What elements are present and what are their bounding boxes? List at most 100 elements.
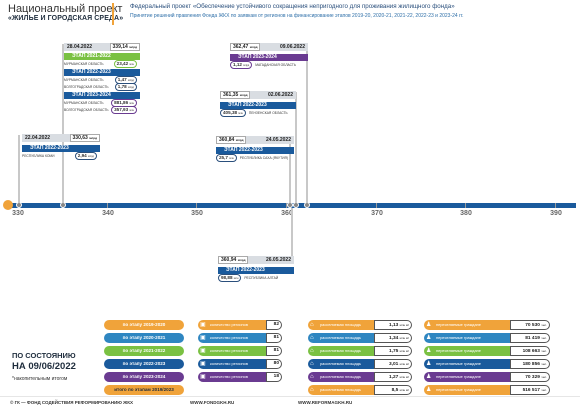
- people-label: ♟переселяемые граждане: [424, 333, 510, 343]
- region-name: ПЕНЗЕНСКАЯ ОБЛАСТЬ: [248, 110, 288, 115]
- people-value: 81 419 чел.: [510, 333, 550, 343]
- event-stem: [295, 92, 297, 203]
- tick-label-370: 370: [371, 210, 383, 217]
- regions-count-value: 18: [266, 372, 282, 382]
- people-value-number: 180 856: [522, 362, 540, 367]
- stage-2022-2023: ЭТАП 2022-2023: [220, 102, 296, 109]
- event-date: 02.06.2022: [250, 91, 296, 99]
- region-row: МУРМАНСКАЯ ОБЛАСТЬ 1,47 млрд: [64, 75, 140, 84]
- regions-count-value: 82: [266, 320, 282, 330]
- stage-2022-2023: ЭТАП 2022-2023: [216, 147, 294, 154]
- regions-count-label-text: количество регионов: [210, 374, 248, 379]
- event-stem: [306, 44, 308, 203]
- people-label-text: переселяемые граждане: [436, 322, 481, 327]
- event-date: 09.06.2022: [260, 43, 308, 51]
- map-icon: ▣: [200, 374, 206, 380]
- area-label-text: расселяемая площадь: [320, 322, 362, 327]
- event-stem: [18, 135, 20, 203]
- region-row: МУРМАНСКАЯ ОБЛАСТЬ 881,86 млн: [64, 98, 140, 107]
- region-row: ВОЛГОГРАДСКАЯ ОБЛАСТЬ 1,78 млрд: [64, 82, 140, 91]
- map-icon: ▣: [200, 361, 206, 367]
- region-value-number: 98,88: [221, 274, 233, 280]
- house-icon: ⌂: [310, 374, 314, 380]
- status-label: ПО СОСТОЯНИЮ: [12, 351, 76, 360]
- area-label: ⌂ расселяемая площадь: [308, 333, 374, 343]
- tick-label-340: 340: [102, 210, 114, 217]
- stage-2022-2023: ЭТАП 2022-2023: [22, 145, 100, 152]
- area-label: ⌂ расселяемая площадь: [308, 359, 374, 369]
- area-label: ⌂расселяемая площадь: [308, 385, 374, 395]
- map-icon: ▣: [200, 322, 206, 328]
- area-value-number: 1,75: [388, 349, 399, 354]
- event-card-28-04: 28.04.2022 339,14 млрд ЭТАП 2021-2022 МУ…: [64, 43, 140, 114]
- area-value: 1,75 млн м²: [374, 346, 412, 356]
- header-divider: [112, 3, 114, 25]
- footer-link-reformagkh[interactable]: WWW.REFORMAGKH.RU: [298, 400, 353, 405]
- event-total-unit: млрд: [237, 258, 246, 262]
- area-value-unit: млн м²: [399, 375, 409, 379]
- region-value-number: 1,78: [117, 83, 127, 89]
- timeline-start-marker: [3, 200, 13, 210]
- event-date-bar: 28.04.2022 339,14 млрд: [64, 43, 140, 51]
- region-name: РЕСПУБЛИКА САХА (ЯКУТИЯ): [239, 155, 288, 160]
- region-value: 23,42 млн: [113, 59, 137, 68]
- region-value: 25,7 млн: [216, 153, 237, 162]
- stage-2021-2022: ЭТАП 2021-2022: [64, 53, 140, 60]
- region-name: МУРМАНСКАЯ ОБЛАСТЬ: [64, 61, 104, 66]
- footer-link-fondgkh[interactable]: WWW.FONDGKH.RU: [190, 400, 235, 405]
- people-value-unit: чел.: [541, 349, 547, 353]
- region-row: РЕСПУБЛИКА КОМИ 2,94 млрд: [22, 151, 100, 160]
- area-value: 8,5 млн м²: [374, 385, 412, 395]
- tick-mark: [286, 203, 287, 208]
- people-label: ♟переселяемые граждане: [424, 346, 510, 356]
- footer-copyright: © ГК — ФОНД СОДЕЙСТВИЯ РЕФОРМИРОВАНИЮ ЖК…: [10, 400, 133, 405]
- event-total: 360,84 млрд: [216, 136, 247, 144]
- tick-mark: [555, 203, 556, 208]
- event-date-bar: 362,47 млрд 09.06.2022: [230, 43, 308, 51]
- regions-count-label: ▣количество регионов: [198, 333, 266, 343]
- house-icon: ⌂: [310, 361, 314, 367]
- people-icon: ♟: [426, 348, 432, 354]
- regions-count-value: 81: [266, 346, 282, 356]
- people-value: 70 530 чел.: [510, 320, 550, 330]
- area-value: 1,13 млн м²: [374, 320, 412, 330]
- area-row: ⌂расселяемая площадь 1,34 млн м²: [308, 333, 412, 343]
- region-value-unit: млрд: [88, 154, 94, 158]
- event-card-02-06: 361,35 млрд 02.06.2022 ЭТАП 2022-2023 40…: [220, 91, 296, 117]
- event-total-value: 360,84: [219, 137, 235, 143]
- event-card-26-05: 360,94 млрд 26.05.2022 ЭТАП 2022-2023 98…: [218, 256, 294, 282]
- region-value-number: 881,86: [114, 99, 129, 105]
- people-label-text: переселяемые граждане: [436, 374, 481, 379]
- area-label-text: расселяемая площадь: [320, 335, 362, 340]
- event-date: 24.05.2022: [246, 136, 294, 144]
- regions-count-row: ▣количество регионов 81: [198, 346, 282, 356]
- people-value: 516 517 чел.: [510, 385, 550, 395]
- regions-count-label: ▣количество регионов: [198, 346, 266, 356]
- people-value-number: 516 517: [522, 388, 540, 393]
- area-label-text: расселяемая площадь: [320, 361, 362, 366]
- event-total: 361,35 млрд: [220, 91, 251, 99]
- people-label: ♟переселяемые граждане: [424, 359, 510, 369]
- people-value-unit: чел.: [541, 336, 547, 340]
- stage-pill-2020-2021: по этапу 2020-2021: [104, 333, 184, 343]
- house-icon: ⌂: [310, 387, 314, 393]
- region-row: 405,38 млн ПЕНЗЕНСКАЯ ОБЛАСТЬ: [220, 108, 296, 117]
- event-card-22-04: 22.04.2022 330,63 млрд ЭТАП 2022-2023 РЕ…: [22, 134, 100, 160]
- people-label: ♟переселяемые граждане: [424, 385, 510, 395]
- area-value-unit: млн м²: [399, 349, 409, 353]
- regions-count-row: ▣количество регионов 81: [198, 333, 282, 343]
- regions-count-label-text: количество регионов: [210, 322, 248, 327]
- region-value-number: 23,42: [116, 60, 129, 66]
- event-total: 339,14 млрд: [109, 43, 140, 51]
- region-value: 405,38 млн: [220, 108, 246, 117]
- house-icon: ⌂: [310, 335, 314, 341]
- area-value: 1,27 млн м²: [374, 372, 412, 382]
- event-card-24-05: 360,84 млрд 24.05.2022 ЭТАП 2022-2023 25…: [216, 136, 294, 162]
- area-value: 3,01 млн м²: [374, 359, 412, 369]
- area-value-unit: млн м²: [399, 323, 409, 327]
- region-row: 98,88 млн РЕСПУБЛИКА АЛТАЙ: [218, 273, 294, 282]
- area-row: ⌂расселяемая площадь 1,27 млн м²: [308, 372, 412, 382]
- people-label-text: переселяемые граждане: [436, 335, 481, 340]
- status-date: НА 09/06/2022: [12, 361, 76, 372]
- regions-count-value: 81: [266, 333, 282, 343]
